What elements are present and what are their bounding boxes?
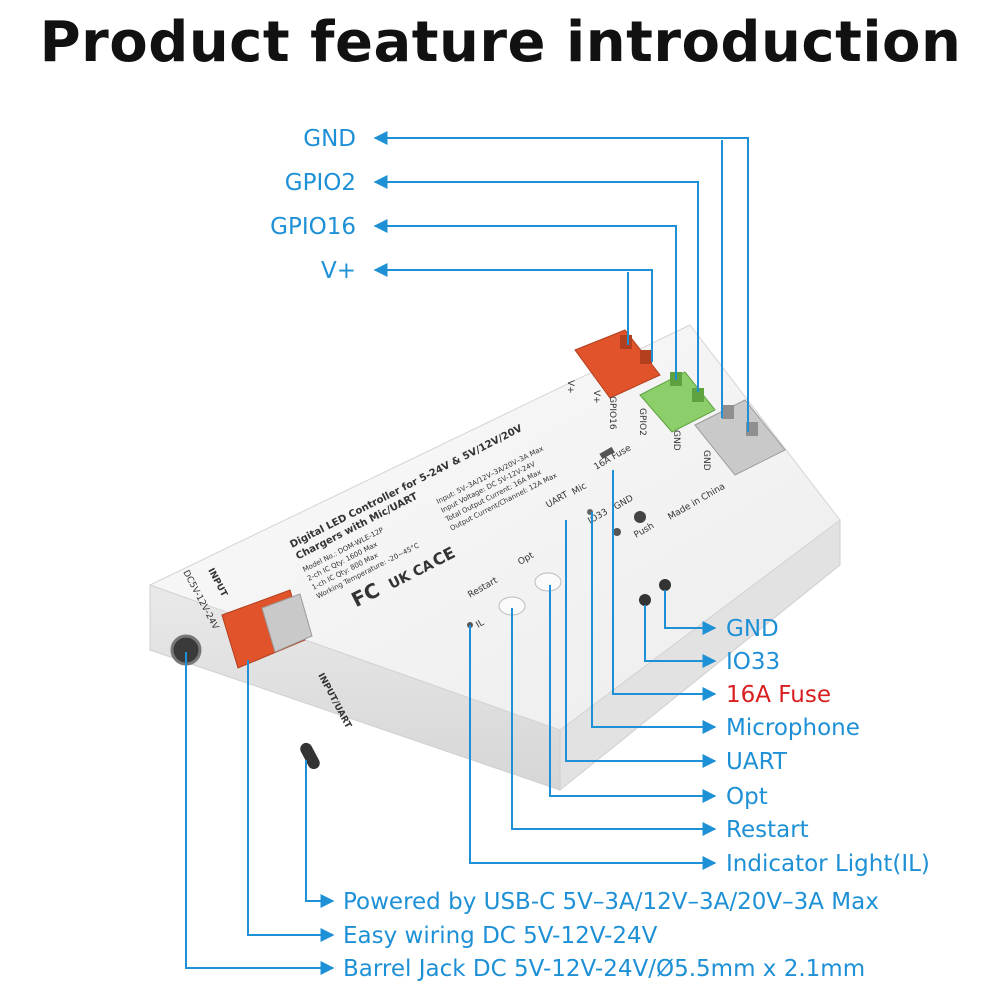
leader-barrel	[185, 652, 335, 975]
io33-pin	[613, 528, 621, 536]
label-restart: Restart	[726, 817, 809, 843]
label-uart: UART	[726, 749, 788, 775]
leader-gpio16	[373, 219, 677, 380]
top-labels: GND GPIO2 GPIO16 V+	[270, 126, 356, 284]
leader-mic	[591, 512, 717, 734]
leader-easy-wiring	[247, 660, 335, 942]
right-labels: GND IO33 16A Fuse Microphone UART Opt Re…	[726, 616, 930, 877]
leader-vplus	[373, 263, 653, 362]
leader-usb	[305, 760, 335, 908]
terminal-v-plus	[574, 329, 661, 399]
leader-gnd	[664, 590, 717, 635]
label-gpio16: GPIO16	[270, 214, 356, 240]
label-gnd: GND	[726, 616, 779, 642]
right-leaders	[469, 470, 717, 870]
leader-gnd-top	[373, 131, 749, 432]
top-leaders	[373, 131, 749, 432]
leader-gpio2	[373, 175, 699, 392]
label-barrel-jack: Barrel Jack DC 5V-12V-24V/Ø5.5mm x 2.1mm	[343, 956, 865, 982]
label-microphone: Microphone	[726, 715, 860, 741]
dev-terminal-label-1: V+	[591, 390, 601, 404]
side-hole-io33	[639, 594, 651, 606]
label-indicator-light: Indicator Light(IL)	[726, 851, 930, 877]
bottom-leaders	[185, 652, 335, 975]
opt-button[interactable]	[534, 572, 562, 592]
dev-terminal-label-4: GND	[671, 430, 681, 451]
dev-terminal-label-5: GND	[701, 450, 711, 471]
dev-terminal-label-2: GPIO16	[607, 396, 617, 430]
label-io33: IO33	[726, 649, 780, 675]
leader-io33	[644, 605, 717, 668]
device-terminal-labels: V+ V+ GPIO16 GPIO2 GND GND	[565, 380, 711, 471]
label-usb-power: Powered by USB-C 5V–3A/12V–3A/20V–3A Max	[343, 889, 879, 915]
bottom-labels: Powered by USB-C 5V–3A/12V–3A/20V–3A Max…	[343, 889, 879, 982]
terminal-gpio	[639, 371, 716, 433]
leader-fuse	[612, 470, 717, 701]
leader-restart	[511, 608, 717, 836]
leader-opt	[549, 585, 717, 803]
label-vplus: V+	[321, 258, 356, 284]
label-opt: Opt	[726, 784, 768, 810]
dev-terminal-label-3: GPIO2	[637, 408, 647, 436]
page-title: Product feature introduction	[39, 10, 962, 75]
side-hole-gnd	[659, 579, 671, 591]
device-il-text: IL	[475, 618, 487, 630]
label-gnd-top: GND	[303, 126, 356, 152]
label-16a-fuse: 16A Fuse	[726, 682, 831, 708]
usb-c-port[interactable]	[298, 741, 322, 771]
fuse-slot	[599, 446, 615, 460]
label-easy-wiring: Easy wiring DC 5V-12V-24V	[343, 923, 658, 949]
input-terminal	[221, 589, 313, 669]
leader-indicator	[469, 625, 717, 870]
dev-terminal-label-0: V+	[565, 380, 575, 394]
push-button[interactable]	[634, 511, 646, 523]
leader-uart	[565, 520, 717, 768]
label-gpio2: GPIO2	[285, 170, 356, 196]
